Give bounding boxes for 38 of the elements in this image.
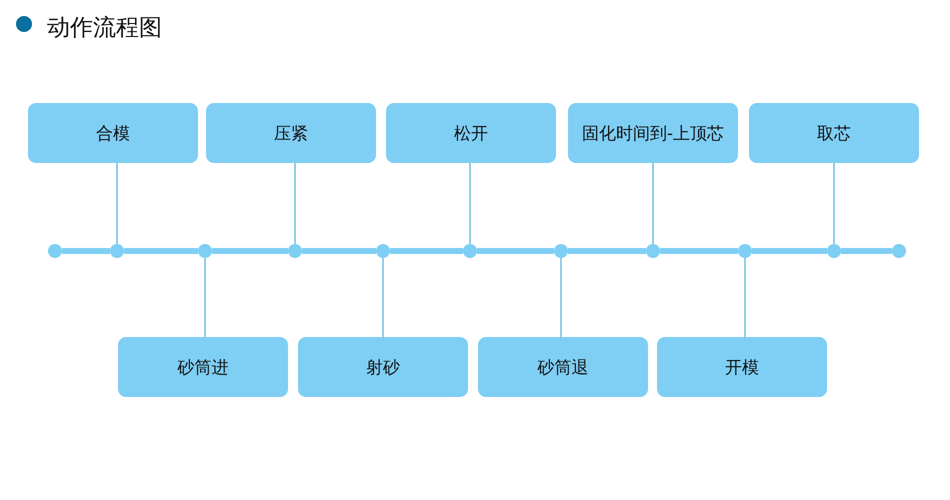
leader-line (560, 258, 562, 338)
timeline-dot (463, 244, 477, 258)
timeline-segment (568, 248, 646, 254)
leader-line (382, 258, 384, 338)
timeline-segment (660, 248, 738, 254)
step-box: 砂筒进 (118, 337, 288, 397)
leader-line (116, 162, 118, 244)
step-box: 砂筒退 (478, 337, 648, 397)
step-box: 射砂 (298, 337, 468, 397)
timeline-segment (841, 248, 892, 254)
timeline-dot (48, 244, 62, 258)
timeline-dot (827, 244, 841, 258)
step-box: 压紧 (206, 103, 376, 163)
step-box: 合模 (28, 103, 198, 163)
diagram-title: 动作流程图 (47, 14, 162, 43)
timeline-dot (376, 244, 390, 258)
timeline-segment (212, 248, 288, 254)
timeline-segment (752, 248, 827, 254)
timeline-segment (124, 248, 198, 254)
timeline-dot (198, 244, 212, 258)
timeline-segment (477, 248, 554, 254)
timeline-dot (554, 244, 568, 258)
step-box: 松开 (386, 103, 556, 163)
timeline-segment (62, 248, 110, 254)
leader-line (294, 162, 296, 244)
step-box: 取芯 (749, 103, 919, 163)
timeline-segment (302, 248, 376, 254)
timeline-segment (390, 248, 463, 254)
leader-line (204, 258, 206, 338)
timeline-dot (288, 244, 302, 258)
timeline-dot (110, 244, 124, 258)
timeline-dot (646, 244, 660, 258)
timeline-dot (738, 244, 752, 258)
leader-line (744, 258, 746, 338)
step-box: 固化时间到-上顶芯 (568, 103, 738, 163)
step-box: 开模 (657, 337, 827, 397)
leader-line (652, 162, 654, 244)
timeline-dot (892, 244, 906, 258)
